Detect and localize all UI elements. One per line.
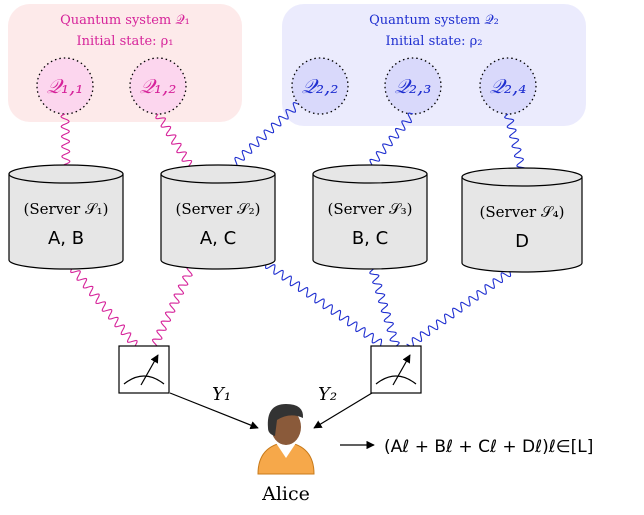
link-server1-meter1 [63,259,138,348]
y2-label: Y₂ [318,384,337,405]
result-formula: (Aℓ + Bℓ + Cℓ + Dℓ)ℓ∈[L] [384,437,593,457]
system-2-title: Quantum system 𝒬₂ [369,13,499,28]
node-q11: 𝒬₁,₁ [36,57,94,115]
y2-arrow [313,392,373,429]
node-q12-label: 𝒬₁,₂ [140,74,177,98]
server-data: D [515,231,529,252]
system-1-title: Quantum system 𝒬₁ [60,13,190,28]
node-q22-label: 𝒬₂,₂ [302,74,339,98]
meter-2 [370,345,422,394]
y1-arrow [169,392,259,430]
database-cylinder-icon [8,173,124,270]
server-name: (Server 𝒮₁) [24,200,109,218]
link-q23-server3 [369,112,414,169]
link-server2-meter2 [256,257,383,350]
link-q12-server2 [155,113,193,168]
link-server3-meter2 [366,259,400,347]
database-cylinder-icon [461,176,583,273]
node-q23: 𝒬₂,₃ [384,57,442,115]
server-data: A, C [200,228,236,249]
link-q24-server4 [504,113,527,170]
node-q24-label: 𝒬₂,₄ [490,74,527,98]
link-server4-meter2 [406,260,523,348]
user-avatar-icon [257,404,315,475]
y1-label: Y₁ [212,384,231,405]
server-1: (Server 𝒮₁) A, B [8,164,124,270]
server-name: (Server 𝒮₄) [480,203,565,221]
node-q12: 𝒬₁,₂ [129,57,187,115]
user-name: Alice [261,483,310,505]
meter-1 [118,345,170,394]
measurement-meter-icon [123,375,165,385]
link-server2-meter1 [151,257,197,348]
server-4: (Server 𝒮₄) D [461,167,583,273]
server-data: B, C [352,228,388,249]
database-cylinder-icon [160,173,276,270]
system-1-state: Initial state: ρ₁ [76,34,173,49]
server-2: (Server 𝒮₂) A, C [160,164,276,270]
measurement-meter-icon [375,375,417,385]
system-2-state: Initial state: ρ₂ [385,34,482,49]
server-name: (Server 𝒮₃) [328,200,413,218]
link-q22-server2 [230,102,299,168]
database-cylinder-icon [312,173,428,270]
node-q24: 𝒬₂,₄ [479,57,537,115]
link-q11-server1 [60,113,71,167]
server-data: A, B [48,228,84,249]
server-name: (Server 𝒮₂) [176,200,261,218]
node-q23-label: 𝒬₂,₃ [395,74,432,98]
node-q22: 𝒬₂,₂ [291,57,349,115]
node-q11-label: 𝒬₁,₁ [47,74,84,98]
server-3: (Server 𝒮₃) B, C [312,164,428,270]
